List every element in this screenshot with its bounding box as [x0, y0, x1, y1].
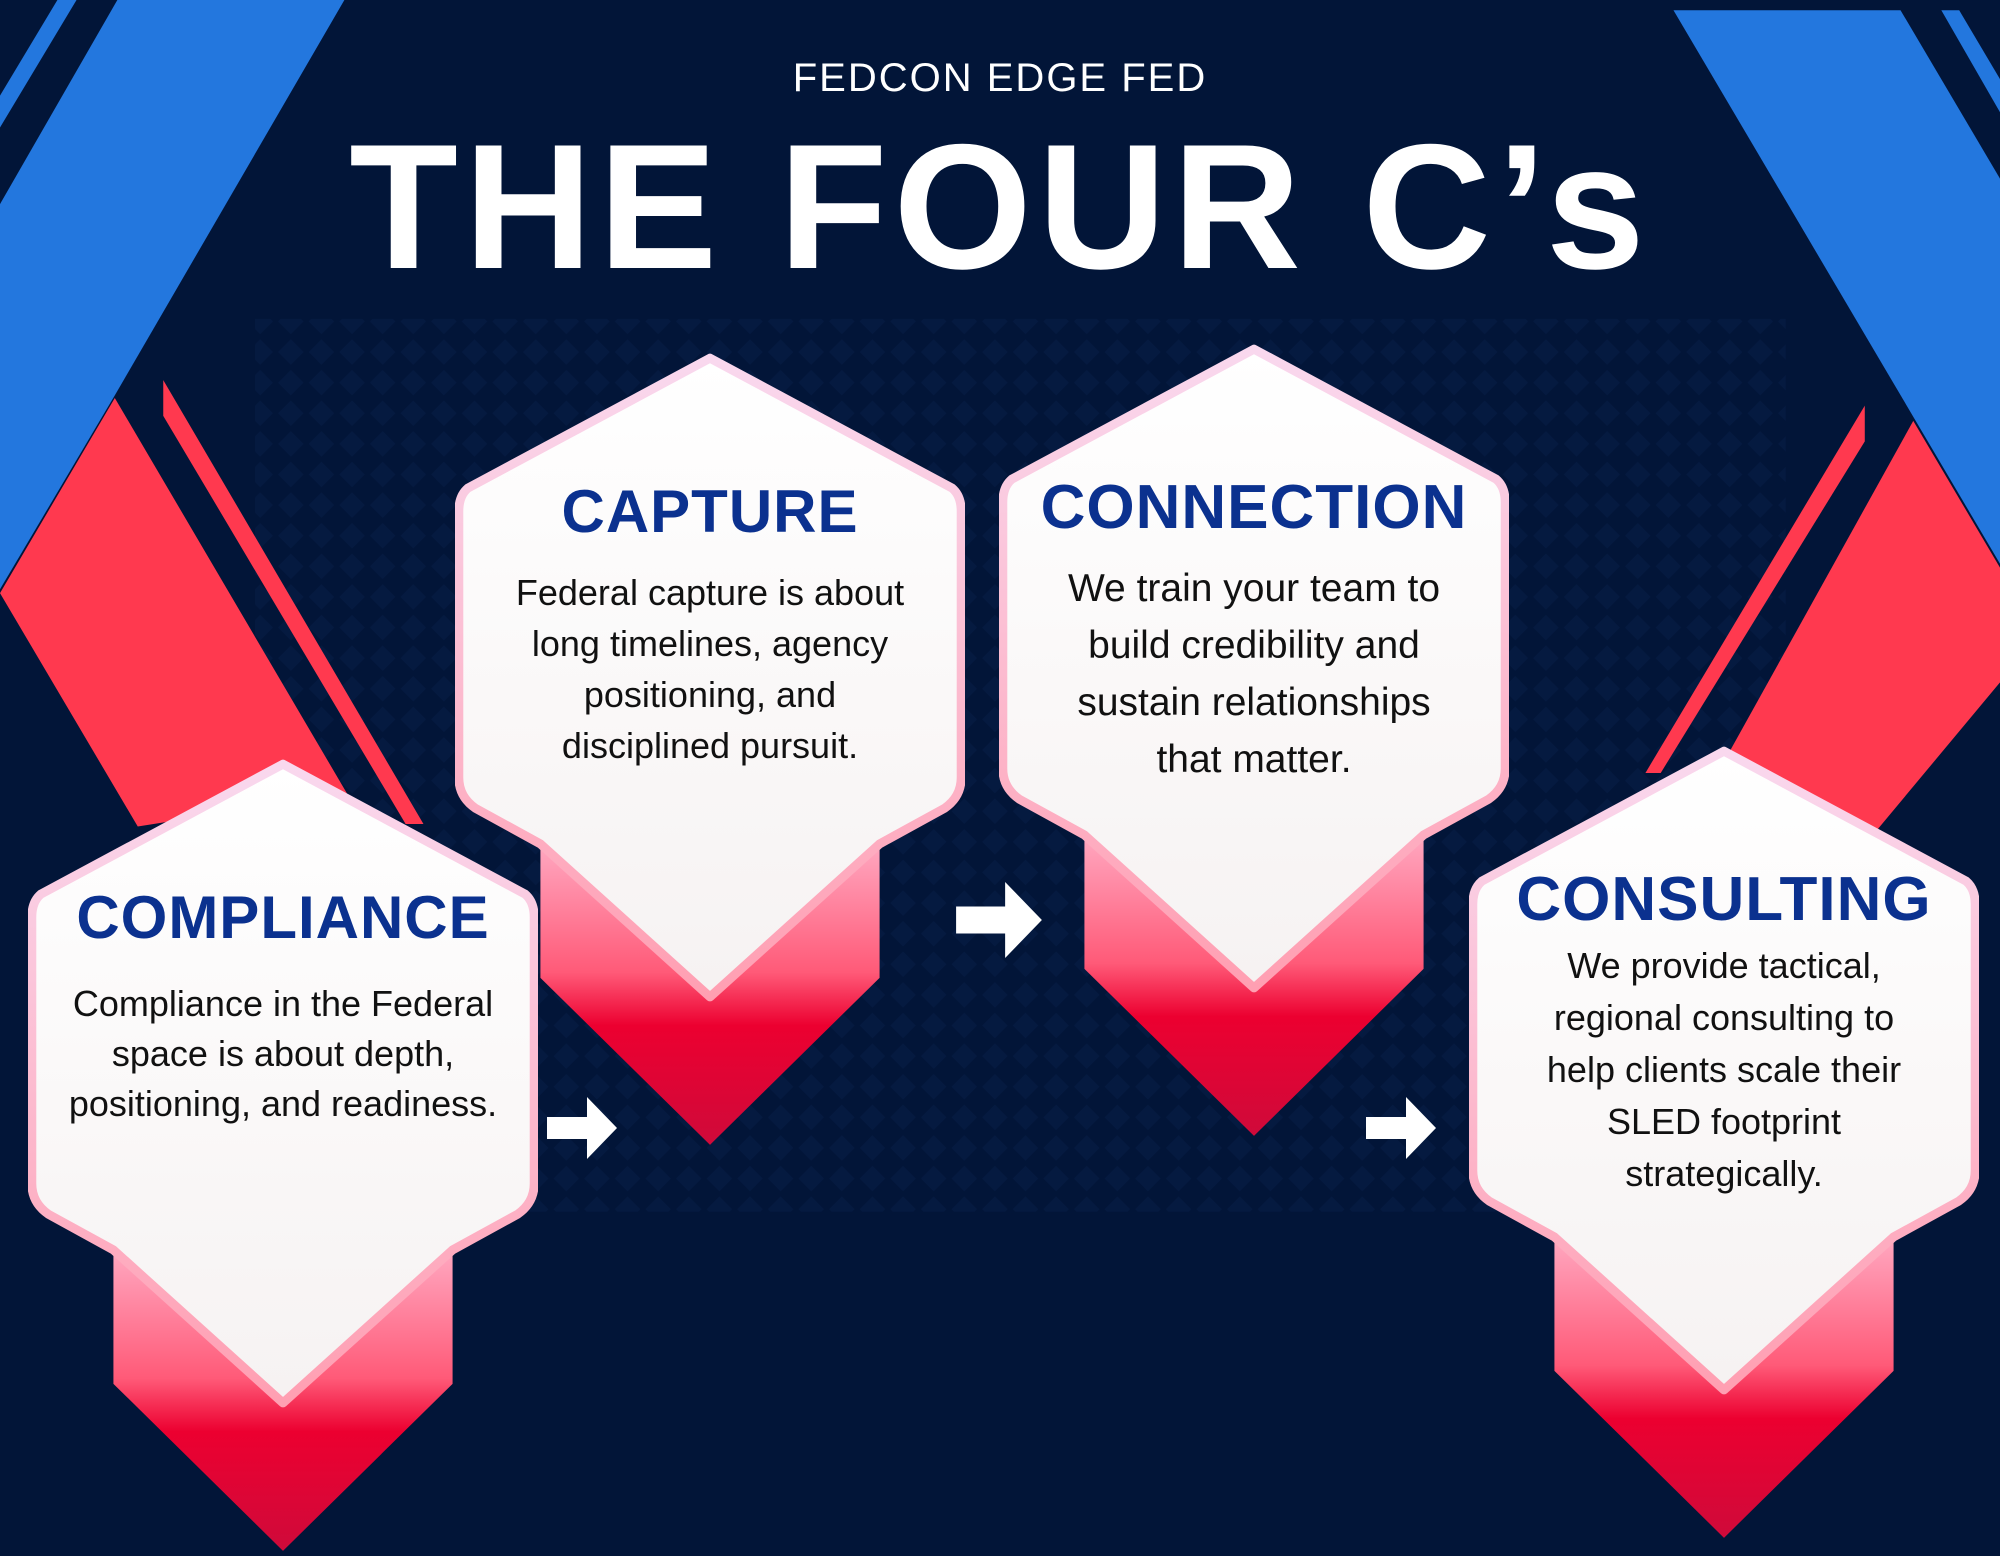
card-description: Compliance in the Federal space is about… [28, 979, 538, 1129]
card-capture: CAPTURE Federal capture is about long ti… [455, 353, 965, 1150]
card-line: sustain relationships [1077, 681, 1431, 724]
blue-stripe-thin-left [0, 0, 77, 128]
blue-stripe-thin-right [1941, 10, 2000, 113]
arrow-right-icon [956, 882, 1042, 958]
card-consulting: CONSULTING We provide tactical, regional… [1469, 746, 1979, 1543]
card-line: positioning, and [583, 674, 837, 715]
card-description: We train your team to build credibility … [999, 560, 1509, 788]
arrow-right-icon [1366, 1097, 1436, 1159]
red-band-right [1721, 420, 2000, 836]
card-line: positioning, and readiness. [68, 1083, 498, 1124]
page-title: THE FOUR C’s [349, 107, 1651, 306]
card-line: We train your team to [1067, 567, 1441, 610]
arrow-right-icon [547, 1097, 617, 1159]
card-line: that matter. [1156, 738, 1352, 781]
card-line: build credibility and [1088, 624, 1420, 667]
card-line: space is about depth, [111, 1033, 455, 1074]
card-line: regional consulting to [1553, 997, 1895, 1038]
card-heading: CONSULTING [1516, 865, 1932, 934]
card-heading: CONNECTION [1040, 473, 1468, 542]
card-line: We provide tactical, [1567, 945, 1881, 986]
card-line: long timelines, agency [531, 623, 889, 664]
card-line: Compliance in the Federal [72, 983, 494, 1024]
red-band-left [0, 397, 347, 827]
brand-subtitle: FEDCON EDGE FED [792, 56, 1208, 100]
card-line: disciplined pursuit. [561, 725, 859, 766]
card-heading: COMPLIANCE [76, 884, 490, 951]
card-line: help clients scale their [1546, 1049, 1902, 1090]
card-compliance: COMPLIANCE Compliance in the Federal spa… [28, 759, 538, 1556]
card-description: Federal capture is about long timelines,… [455, 567, 965, 771]
blue-band-right [1673, 10, 2000, 564]
card-line: Federal capture is about [515, 572, 905, 613]
red-stripe-thin-right [1645, 405, 1865, 773]
card-line: strategically. [1625, 1153, 1823, 1194]
card-heading: CAPTURE [561, 478, 859, 545]
card-line: SLED footprint [1606, 1101, 1842, 1142]
blue-band-left [0, 0, 345, 590]
card-connection: CONNECTION We train your team to build c… [999, 344, 1509, 1141]
card-description: We provide tactical, regional consulting… [1469, 940, 1979, 1200]
